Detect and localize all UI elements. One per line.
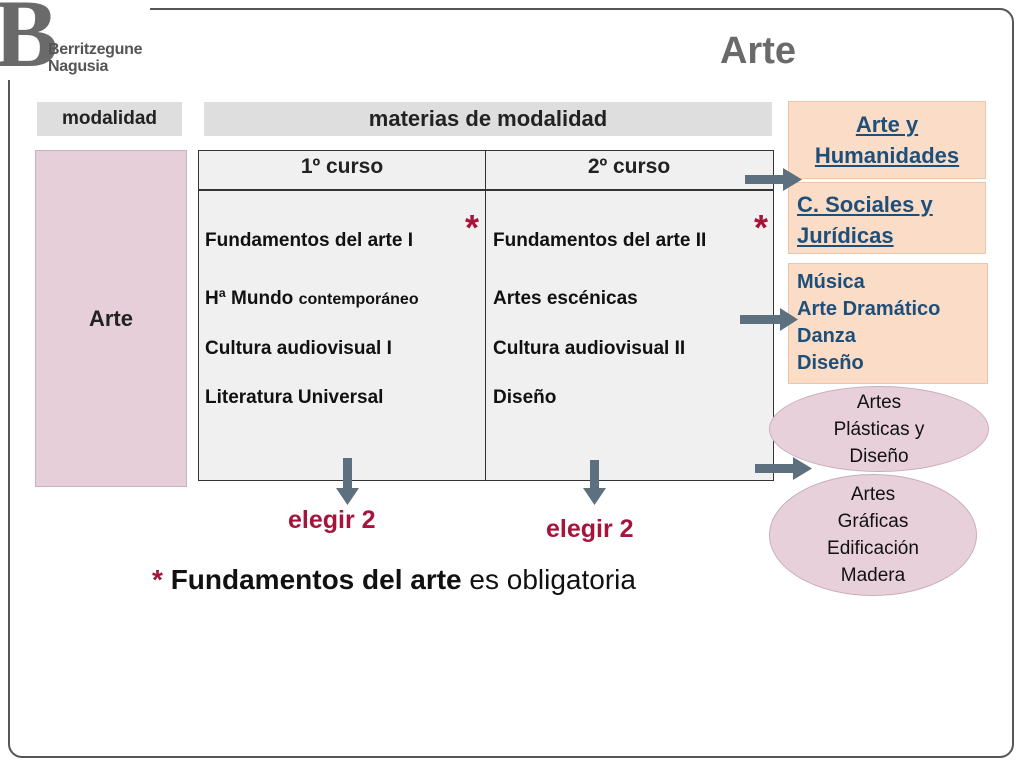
course1-item-2-main: Hª Mundo: [205, 288, 294, 309]
note-star: *: [152, 564, 163, 595]
plasticas-line-3: Diseño: [849, 445, 909, 467]
logo-line-2: Nagusia: [48, 58, 109, 75]
course1-item-4: Literatura Universal: [205, 387, 384, 408]
course2-item-3: Cultura audiovisual II: [493, 338, 686, 359]
slide-frame: [8, 8, 1014, 758]
plasticas-line-1: Artes: [856, 391, 902, 413]
graficas-line-1: Artes: [850, 484, 896, 505]
ensenanzas-box: Música Arte Dramático Danza Diseño: [788, 263, 988, 384]
modalidad-header: modalidad: [37, 102, 182, 136]
ensenanza-arte-dramatico: Arte Dramático: [797, 298, 941, 320]
graficas-ellipse: Artes Gráficas Edificación Madera: [769, 474, 977, 596]
col1-header: 1º curso: [300, 155, 384, 178]
col2-header: 2º curso: [587, 155, 671, 178]
note-rest: es obligatoria: [461, 564, 636, 595]
modalidad-arte-cell: Arte: [35, 150, 187, 487]
logo-letter: B: [0, 0, 59, 87]
sociales-link[interactable]: C. Sociales y Jurídicas: [797, 192, 933, 248]
course1-item-3: Cultura audiovisual I: [205, 338, 392, 359]
course1-item-1: Fundamentos del arte I: [205, 230, 413, 251]
header-divider: [199, 189, 773, 191]
course1-item-2-small: contemporáneo: [298, 291, 419, 308]
sociales-box: C. Sociales y Jurídicas: [788, 182, 986, 254]
materias-header: materias de modalidad: [204, 102, 772, 136]
graficas-line-4: Madera: [840, 565, 906, 586]
plasticas-line-2: Plásticas y: [833, 418, 925, 440]
berritzegune-logo: B Berritzegune Nagusia: [0, 0, 150, 87]
required-star-1: *: [465, 207, 480, 248]
column-divider: [485, 151, 486, 480]
required-star-2: *: [754, 207, 769, 248]
course2-item-2: Artes escénicas: [493, 288, 638, 309]
materias-table: 1º curso 2º curso Fundamentos del arte I…: [198, 150, 774, 481]
course2-item-1: Fundamentos del arte II: [493, 230, 707, 251]
plasticas-ellipse: Artes Plásticas y Diseño: [769, 386, 989, 472]
graficas-line-2: Gráficas: [837, 511, 909, 532]
course1-item-2: Hª Mundo contemporáneo: [205, 288, 419, 310]
arte-humanidades-link[interactable]: Arte y Humanidades: [814, 112, 960, 168]
course2-item-4: Diseño: [493, 387, 557, 408]
arte-humanidades-box: Arte y Humanidades: [788, 101, 986, 179]
obligatoria-note: * Fundamentos del arte es obligatoria: [152, 564, 636, 596]
elegir-label-2: elegir 2: [546, 515, 634, 543]
graficas-line-3: Edificación: [827, 538, 919, 559]
elegir-label-1: elegir 2: [288, 506, 376, 534]
logo-line-1: Berritzegune: [48, 41, 143, 58]
page-title: Arte: [719, 30, 796, 72]
ensenanza-danza: Danza: [797, 325, 856, 347]
note-bold: Fundamentos del arte: [170, 564, 462, 595]
ensenanza-diseno: Diseño: [797, 352, 864, 374]
ensenanza-musica: Música: [797, 271, 865, 293]
